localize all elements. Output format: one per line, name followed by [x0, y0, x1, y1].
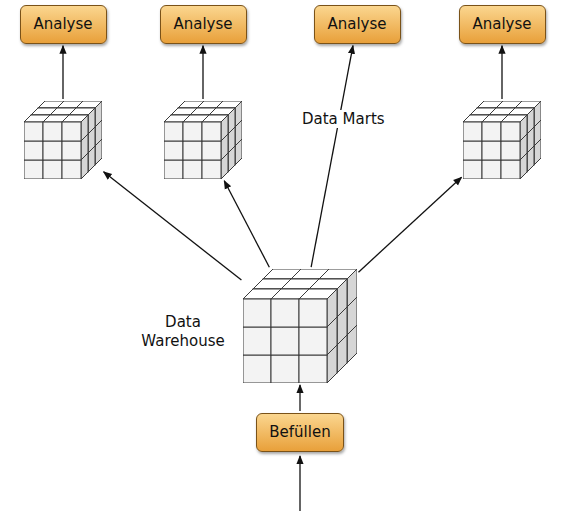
process-box: Analyse	[459, 5, 546, 44]
flow-arrow	[501, 46, 502, 99]
data-cube: Data Warehouse	[243, 269, 357, 383]
cube-shape	[243, 269, 357, 383]
process-box: Analyse	[314, 5, 401, 44]
process-box: Analyse	[160, 5, 247, 44]
cube-shape	[24, 101, 102, 179]
flow-arrow	[299, 385, 300, 411]
input-arrow	[299, 456, 300, 511]
flow-arrow	[104, 172, 242, 280]
box-label: Analyse	[472, 15, 533, 34]
flow-arrow	[311, 46, 353, 267]
box-label: Analyse	[33, 15, 94, 34]
cube-shape	[463, 101, 541, 179]
data-cube	[24, 101, 102, 179]
group-label: Data Marts	[300, 110, 387, 128]
data-cube	[164, 101, 242, 179]
flow-arrow	[62, 46, 63, 99]
flow-arrow	[224, 181, 269, 267]
process-box: Analyse	[20, 5, 107, 44]
cube-label: Data Warehouse	[135, 313, 231, 351]
box-label: Analyse	[327, 15, 388, 34]
box-label: Analyse	[173, 15, 234, 34]
flow-arrow	[202, 46, 203, 99]
cube-shape	[164, 101, 242, 179]
process-box: Befüllen	[256, 413, 343, 452]
data-cube	[463, 101, 541, 179]
flow-arrow	[358, 177, 461, 272]
box-label: Befüllen	[269, 423, 330, 442]
